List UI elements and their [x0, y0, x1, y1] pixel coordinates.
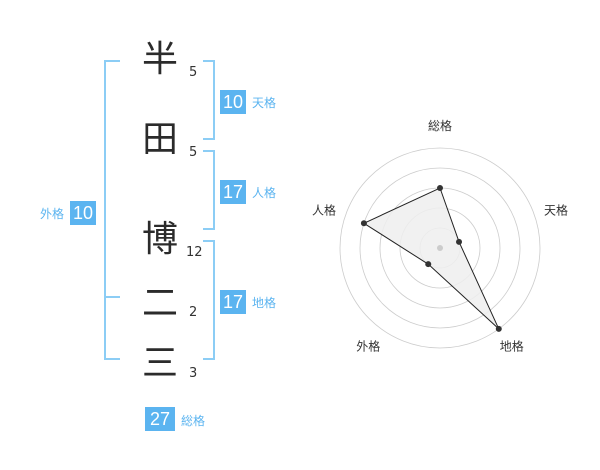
jinkaku-label: 人格 — [252, 186, 277, 200]
gaikaku-value-badge: 10 — [70, 201, 97, 225]
stroke-count-3: 12 — [186, 245, 203, 260]
radar-axis-label: 人格 — [312, 202, 336, 217]
radar-axis-label: 総格 — [428, 118, 452, 133]
radar-data-point — [437, 185, 443, 191]
jinkaku-bracket — [203, 150, 215, 230]
stroke-count-1: 5 — [189, 65, 198, 80]
radar-data-point — [425, 261, 432, 268]
radar-grid-ring — [359, 167, 521, 329]
radar-data-point — [456, 238, 463, 245]
tenkaku-bracket — [203, 60, 215, 140]
stroke-count-5: 3 — [189, 366, 198, 381]
radar-series-area — [362, 187, 500, 330]
stroke-count-2: 5 — [189, 145, 198, 160]
soukaku-value-badge: 27 — [145, 407, 175, 431]
name-char-3: 博 — [141, 219, 178, 260]
radar-grid-ring — [339, 147, 541, 349]
radar-data-point — [360, 220, 367, 227]
radar-axis-label: 地格 — [500, 339, 524, 354]
name-char-1: 半 — [141, 39, 178, 80]
jinkaku-value-badge: 17 — [220, 180, 247, 204]
radar-data-point — [495, 325, 502, 332]
chikaku-bracket — [203, 240, 215, 360]
tenkaku-label: 天格 — [252, 96, 277, 110]
radar-center-dot — [437, 245, 443, 251]
name-char-4: 二 — [141, 283, 178, 324]
radar-axis-label: 天格 — [544, 202, 568, 217]
radar-axis-label: 外格 — [356, 339, 380, 354]
name-char-5: 三 — [141, 343, 178, 384]
gaikaku-bracket-top — [104, 60, 120, 298]
soukaku-label: 総格 — [181, 414, 206, 428]
tenkaku-value-badge: 10 — [220, 90, 247, 114]
stroke-count-4: 2 — [189, 305, 198, 320]
chikaku-value-badge: 17 — [220, 290, 247, 314]
chikaku-label: 地格 — [252, 296, 277, 310]
name-char-2: 田 — [141, 119, 178, 160]
gaikaku-bracket-bottom — [104, 296, 120, 360]
gaikaku-label: 外格 — [40, 207, 65, 221]
